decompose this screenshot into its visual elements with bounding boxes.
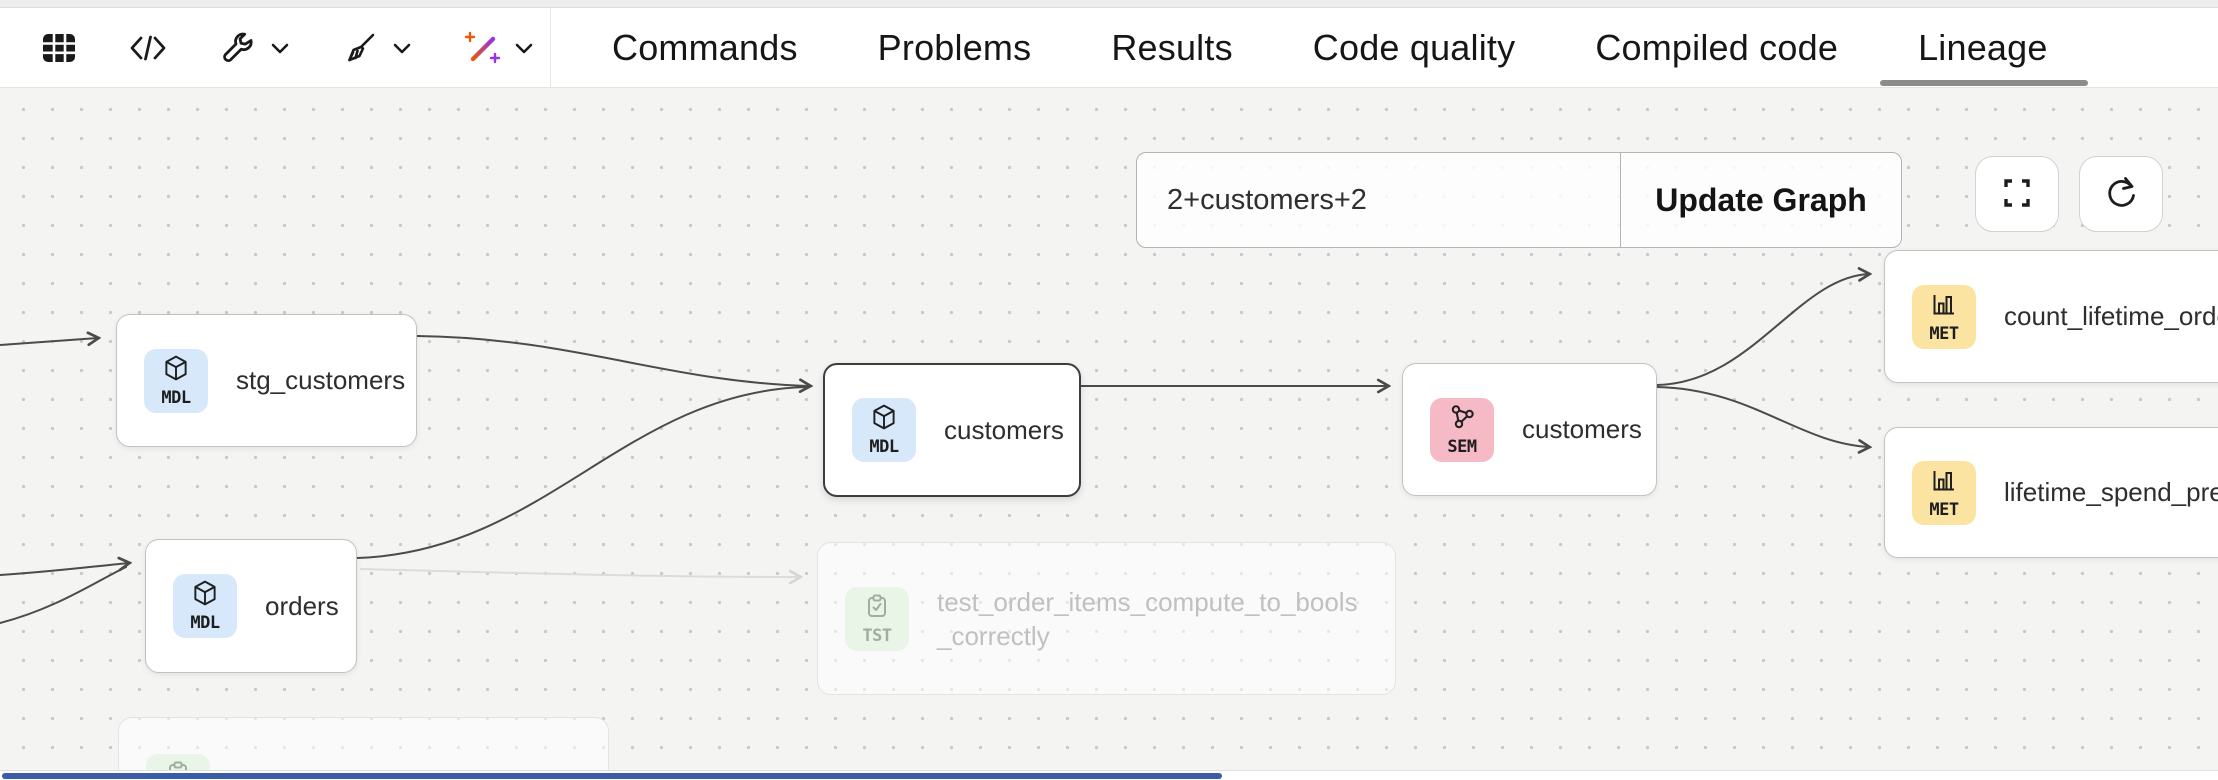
model-badge: MDL bbox=[852, 398, 916, 462]
badge-type-label: MDL bbox=[190, 613, 220, 633]
badge-type-label: TST bbox=[862, 625, 892, 646]
update-graph-button[interactable]: Update Graph bbox=[1621, 153, 1901, 247]
graph-nodes-icon bbox=[1448, 403, 1476, 436]
fullscreen-button[interactable] bbox=[1975, 156, 2059, 232]
cube-icon bbox=[162, 354, 190, 387]
wrench-icon bbox=[218, 28, 258, 68]
metric-badge: MET bbox=[1912, 284, 1976, 349]
tab-compiled-code[interactable]: Compiled code bbox=[1595, 27, 1839, 68]
node-label: customers bbox=[944, 414, 1064, 445]
metric-badge: MET bbox=[1912, 460, 1976, 525]
node-label: orders bbox=[265, 590, 339, 621]
toolbar-icon-group bbox=[0, 8, 540, 87]
badge-type-label: MET bbox=[1929, 323, 1959, 344]
clipboard-check-icon bbox=[864, 592, 890, 625]
toolbar-divider bbox=[550, 8, 551, 88]
node-label: lifetime_spend_preta bbox=[2004, 477, 2218, 507]
tab-lineage[interactable]: Lineage bbox=[1880, 8, 2087, 88]
tab-commands[interactable]: Commands bbox=[612, 27, 798, 68]
cube-icon bbox=[191, 579, 219, 612]
selector-input[interactable]: 2+customers+2 bbox=[1167, 183, 1367, 216]
badge-type-label: MET bbox=[1929, 499, 1959, 520]
tab-results[interactable]: Results bbox=[1111, 27, 1233, 68]
test-badge: TST bbox=[845, 586, 909, 651]
node-label: test_order_items_compute_to_bools _corre… bbox=[937, 585, 1395, 653]
wrench-dropdown-button[interactable] bbox=[212, 22, 296, 74]
bar-chart-icon bbox=[1930, 466, 1958, 499]
table-button[interactable] bbox=[34, 23, 84, 73]
node-lifetime-spend-pretax[interactable]: MET lifetime_spend_preta bbox=[1884, 427, 2218, 558]
code-icon bbox=[128, 30, 168, 66]
node-test-order-items[interactable]: TST test_order_items_compute_to_bools _c… bbox=[817, 542, 1396, 695]
cube-icon bbox=[870, 403, 898, 436]
horizontal-scrollbar-thumb[interactable] bbox=[2, 773, 1222, 779]
node-customers-semantic[interactable]: SEM customers bbox=[1402, 363, 1657, 496]
tab-problems[interactable]: Problems bbox=[877, 27, 1032, 68]
refresh-button[interactable] bbox=[2079, 156, 2163, 232]
toolbar: Commands Problems Results Code quality C… bbox=[0, 8, 2218, 88]
badge-type-label: SEM bbox=[1447, 436, 1477, 457]
tab-code-quality[interactable]: Code quality bbox=[1312, 27, 1516, 68]
model-badge: MDL bbox=[144, 348, 208, 413]
chevron-down-icon bbox=[392, 41, 412, 55]
node-label: customers bbox=[1522, 414, 1642, 444]
magic-wand-dropdown-button[interactable] bbox=[456, 22, 540, 74]
node-customers-model[interactable]: MDL customers bbox=[823, 363, 1081, 497]
broom-icon bbox=[340, 28, 380, 68]
node-label-line1: test_order_items_compute_to_bools bbox=[937, 586, 1358, 617]
chevron-down-icon bbox=[270, 41, 290, 55]
node-orders[interactable]: MDL orders bbox=[145, 539, 357, 673]
tab-bar: Commands Problems Results Code quality C… bbox=[612, 8, 2087, 88]
selector-bar: 2+customers+2 Update Graph bbox=[1136, 152, 1902, 248]
node-test-partial[interactable]: TST bbox=[118, 717, 609, 780]
node-count-lifetime-orders[interactable]: MET count_lifetime_order bbox=[1884, 250, 2218, 383]
broom-dropdown-button[interactable] bbox=[334, 22, 418, 74]
magic-wand-icon bbox=[462, 28, 502, 68]
node-stg-customers[interactable]: MDL stg_customers bbox=[116, 314, 417, 447]
node-label: count_lifetime_order bbox=[2004, 301, 2218, 331]
node-label: stg_customers bbox=[236, 365, 406, 395]
refresh-icon bbox=[2102, 174, 2140, 215]
code-button[interactable] bbox=[122, 24, 174, 72]
table-icon bbox=[40, 29, 78, 67]
lineage-canvas[interactable]: MDL stg_customers MDL orders MDL custome… bbox=[0, 88, 2218, 780]
bar-chart-icon bbox=[1930, 290, 1958, 323]
badge-type-label: MDL bbox=[869, 437, 899, 457]
selector-divider bbox=[1619, 153, 1621, 247]
fullscreen-icon bbox=[1999, 175, 2035, 214]
semantic-badge: SEM bbox=[1430, 397, 1494, 462]
badge-type-label: MDL bbox=[161, 387, 191, 408]
horizontal-scrollbar bbox=[0, 770, 2218, 780]
model-badge: MDL bbox=[173, 574, 237, 638]
chevron-down-icon bbox=[514, 41, 534, 55]
top-edge-strip bbox=[0, 0, 2218, 8]
node-label-line2: _correctly bbox=[937, 620, 1050, 651]
